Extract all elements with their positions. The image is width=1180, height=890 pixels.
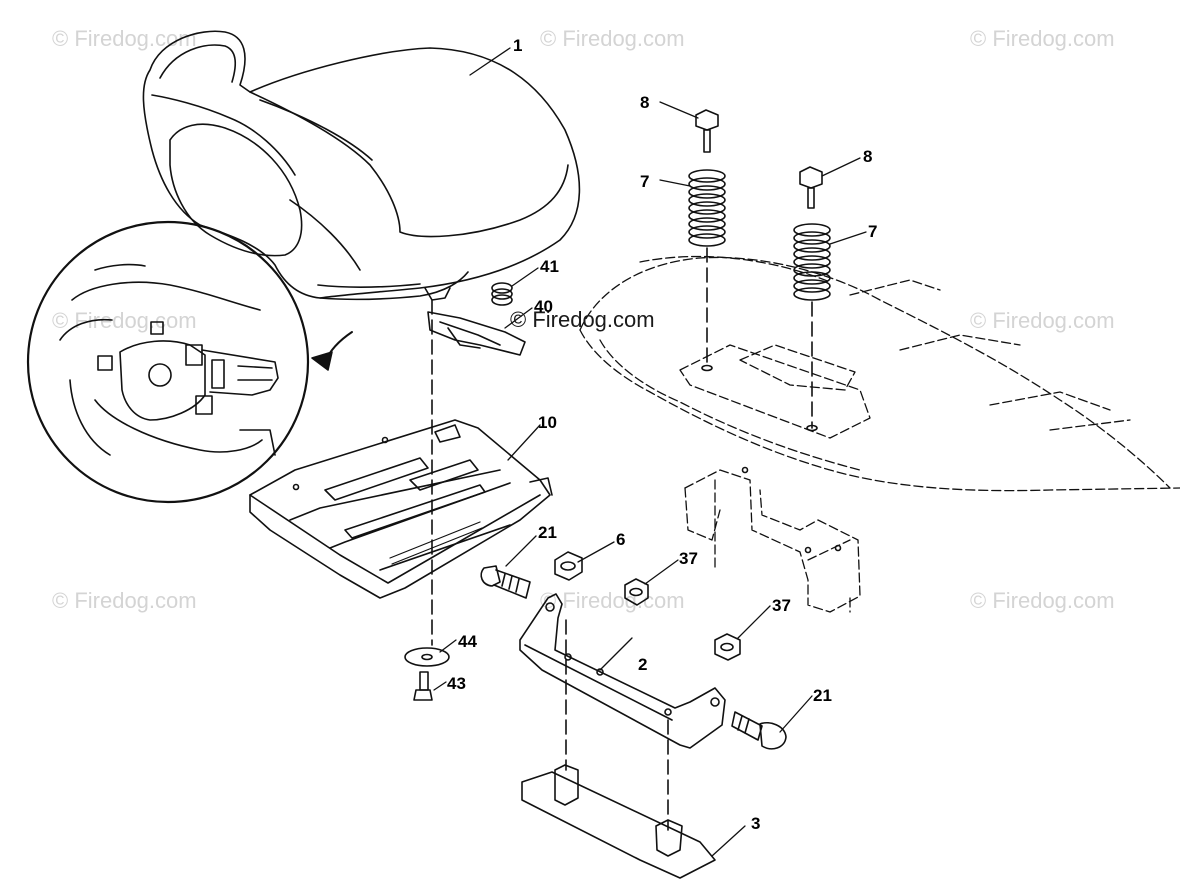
part-label-37: 37	[679, 549, 698, 568]
watermark: © Firedog.com	[52, 308, 197, 333]
tractor-frame-phantom	[579, 255, 1180, 613]
spring-part-41	[491, 282, 513, 306]
bolt-part-21-left	[480, 565, 531, 599]
seat-part	[142, 30, 581, 301]
watermark: © Firedog.com	[52, 588, 197, 613]
detail-zoom-circle	[26, 220, 353, 504]
part-label-7: 7	[868, 222, 878, 241]
spring-part-7-left	[688, 169, 726, 247]
part-label-41: 41	[540, 257, 559, 276]
spring-part-7-right	[793, 223, 831, 301]
centerline	[565, 619, 669, 831]
watermark: © Firedog.com	[52, 26, 197, 51]
part-label-7: 7	[640, 172, 650, 191]
bolt-part-8-left	[695, 109, 719, 153]
part-label-3: 3	[751, 814, 761, 833]
nut-part-37-lower	[714, 633, 741, 661]
watermark-center: © Firedog.com	[510, 307, 655, 332]
bolt-part-21-right	[731, 711, 787, 750]
watermark: © Firedog.com	[970, 26, 1115, 51]
watermark: © Firedog.com	[540, 588, 685, 613]
part-label-43: 43	[447, 674, 466, 693]
part-label-1: 1	[513, 36, 523, 55]
nut-part-6	[554, 551, 583, 581]
washer-part-44	[404, 647, 450, 667]
part-label-10: 10	[538, 413, 557, 432]
part-label-37: 37	[772, 596, 791, 615]
frame-holes	[701, 364, 842, 554]
part-label-6: 6	[616, 530, 626, 549]
seat-pan-part-10	[249, 419, 553, 599]
nut-part-37-upper	[624, 578, 649, 606]
bolt-part-8-right	[799, 166, 823, 209]
part-label-8: 8	[640, 93, 650, 112]
watermark: © Firedog.com	[970, 308, 1115, 333]
base-plate-part-3	[521, 764, 716, 879]
watermark: © Firedog.com	[540, 26, 685, 51]
part-label-40: 40	[534, 297, 553, 316]
part-label-21: 21	[813, 686, 832, 705]
part-label-44: 44	[458, 632, 477, 651]
part-label-8: 8	[863, 147, 873, 166]
clip-part-40	[427, 311, 526, 356]
leader-lines	[433, 47, 867, 857]
watermark: © Firedog.com	[970, 588, 1115, 613]
part-label-21: 21	[538, 523, 557, 542]
bolt-part-43	[413, 671, 433, 701]
bracket-part-2	[519, 593, 726, 749]
part-label-2: 2	[638, 655, 648, 674]
